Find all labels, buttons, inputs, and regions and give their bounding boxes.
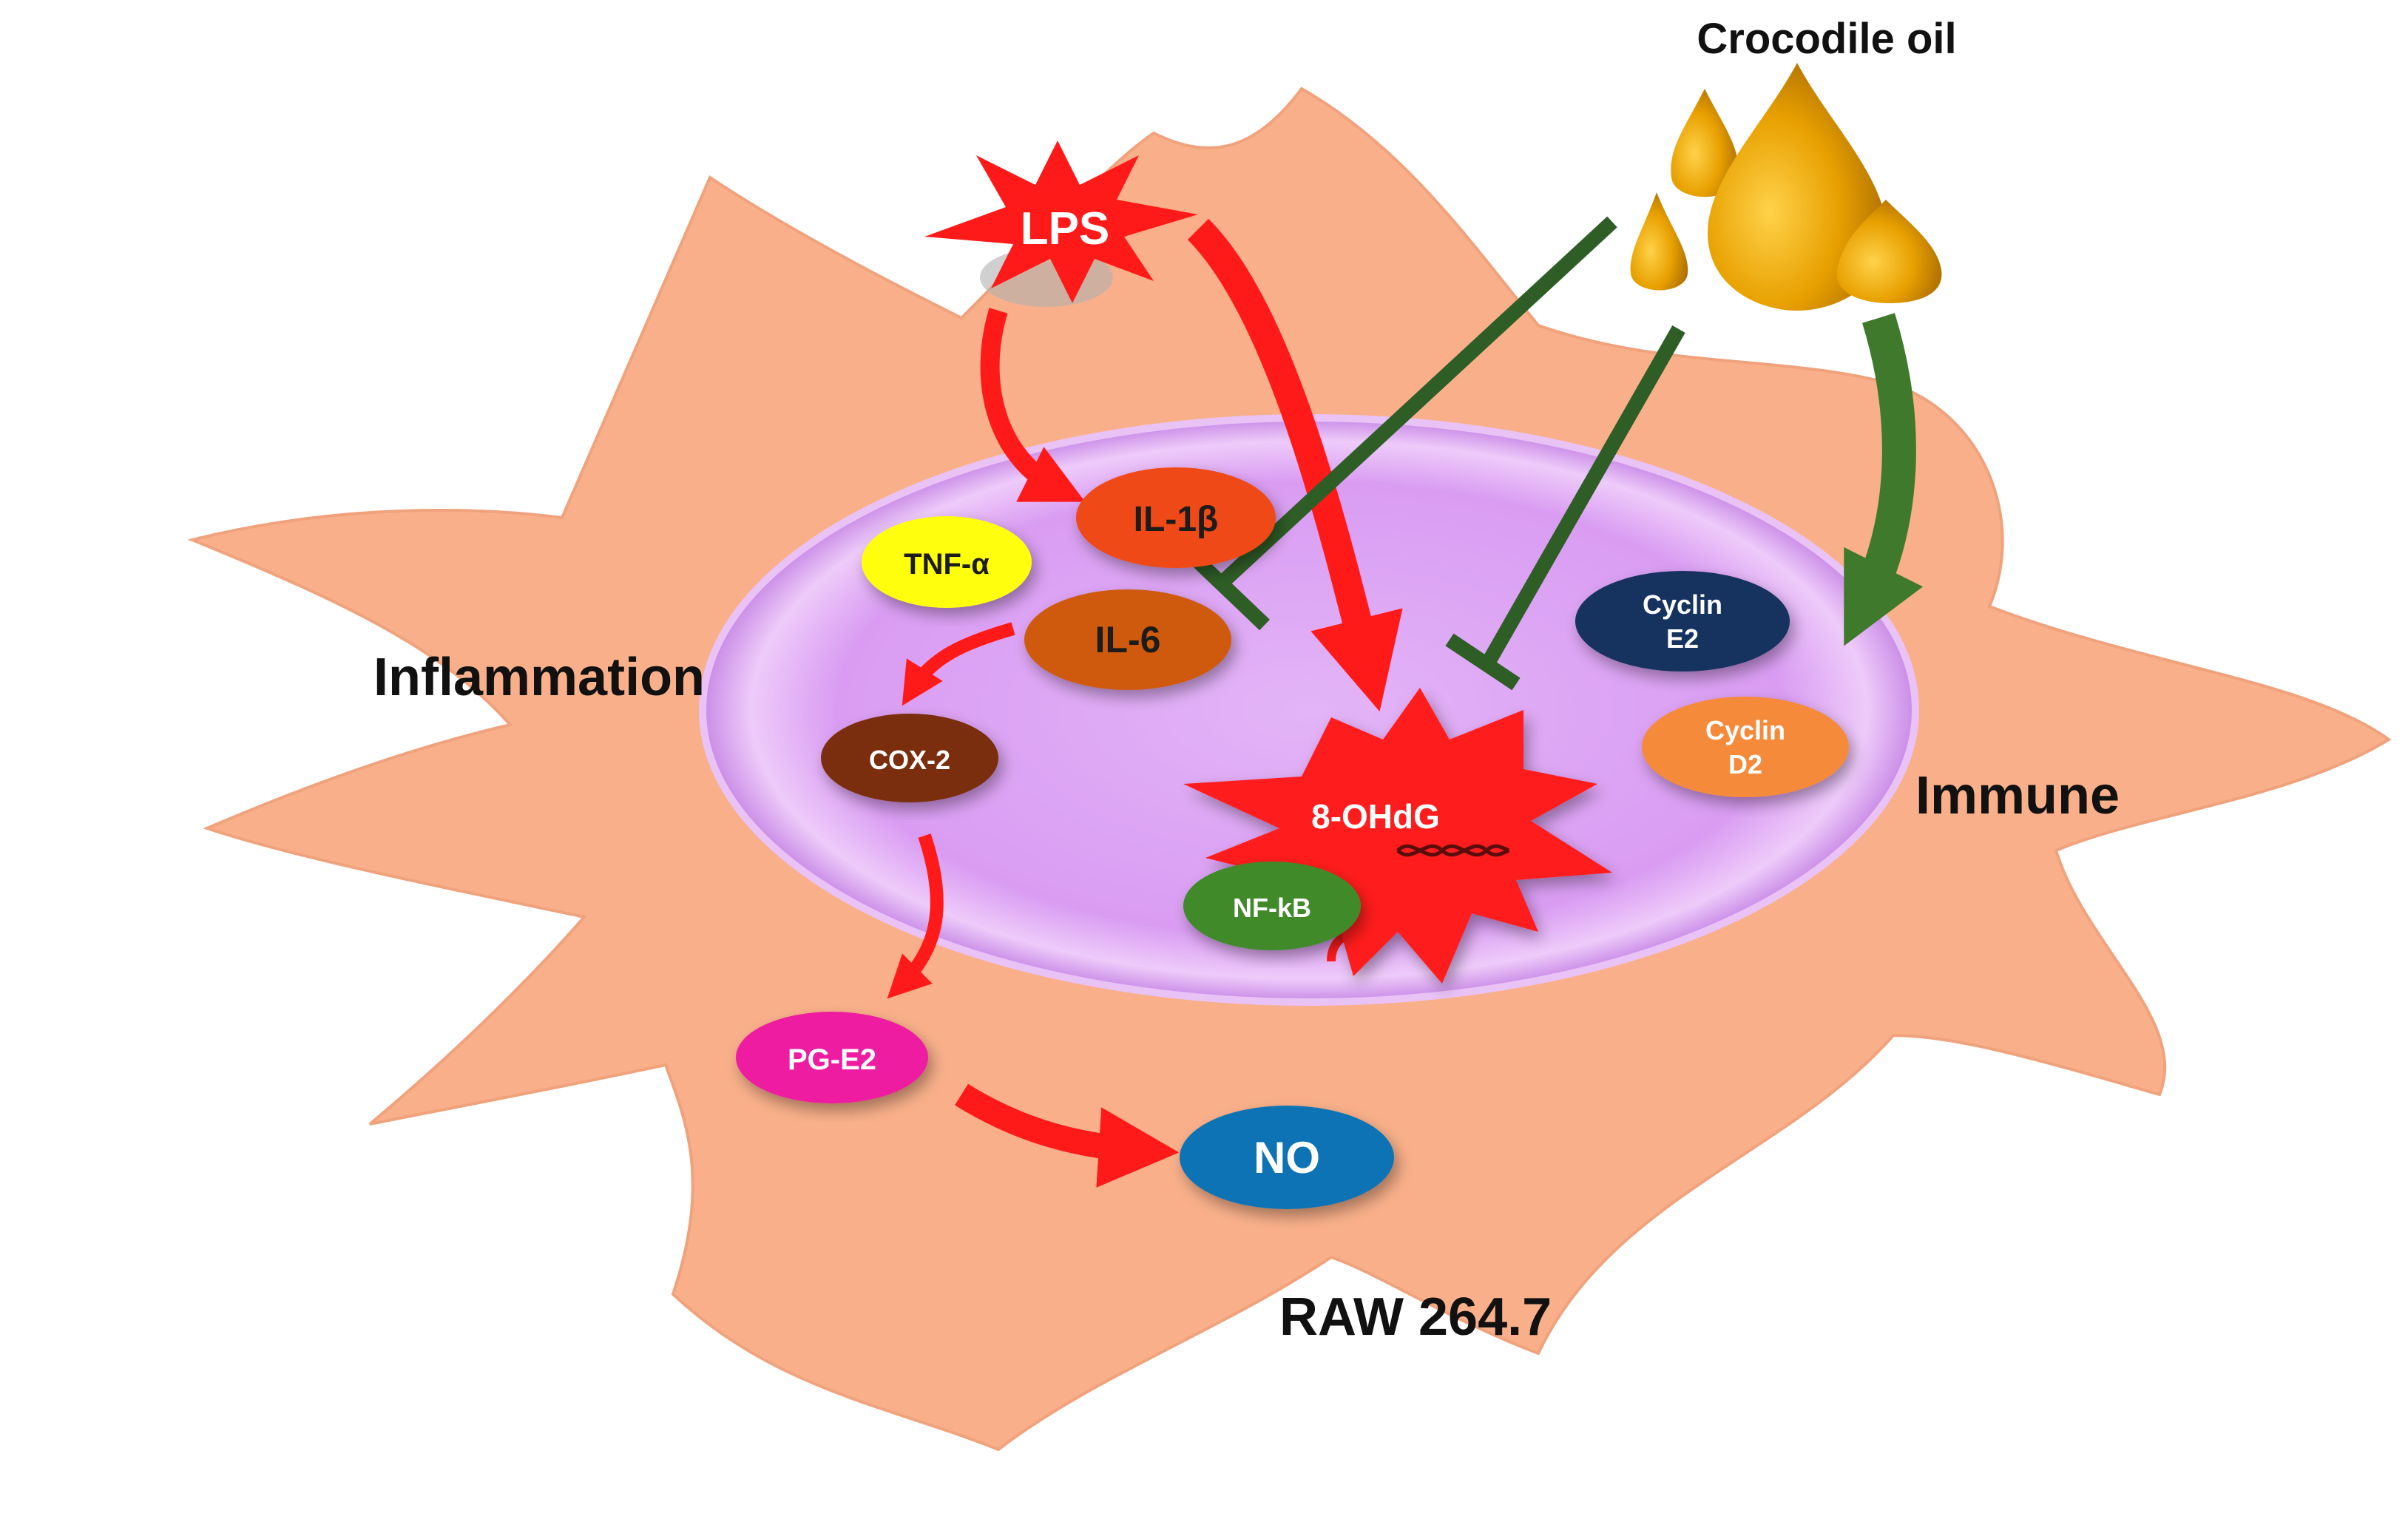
lps-label: LPS [1021,203,1110,254]
oil-drop-large [1708,63,1887,311]
no-label: NO [1254,1133,1320,1183]
arrow-pge2-to-no [954,1083,1180,1188]
oil-drop-right [1836,200,1942,303]
tnfa-node: TNF-α [862,516,1032,608]
oil-drop-small-mid [1630,192,1688,291]
arrow-lps-to-8ohdg [1187,218,1403,712]
oil-drop-small-left [1671,89,1739,197]
arrow-oil-to-cyclins [1844,313,1924,646]
cyclin-e2-label-line1: Cyclin [1643,589,1722,620]
pge2-label: PG-E2 [788,1043,876,1076]
crocodile-oil-droplets [1630,63,1942,311]
inhibit-oil-to-il1b [1215,216,1617,590]
inflammation-label: Inflammation [373,648,705,707]
lps-node: LPS [924,141,1198,307]
il6-node: IL-6 [1024,589,1231,690]
arrow-il6-to-cox2 [902,622,1015,706]
raw-264-7-label: RAW 264.7 [1279,1288,1552,1347]
nfkb-node: NF-kB [1183,862,1361,950]
cox2-node: COX-2 [821,714,998,802]
il1b-node: IL-1β [1076,467,1276,568]
cyclin-d2-label-line2: D2 [1728,749,1762,779]
cyclin-d2-label-line1: Cyclin [1705,715,1785,745]
tnfa-label: TNF-α [904,548,990,581]
crocodile-oil-label: Crocodile oil [1697,15,1956,63]
arrow-cox2-to-pge2 [887,833,944,999]
inhibit-oil-to-8ohdg [1480,325,1685,669]
cyclin-d2-node: Cyclin D2 [1642,697,1849,797]
cyclin-e2-label-line2: E2 [1666,623,1699,654]
no-node: NO [1180,1106,1394,1209]
arrow-lps-to-il1b [980,308,1086,502]
il1b-label: IL-1β [1134,500,1219,539]
cyclin-e2-node: Cyclin E2 [1575,571,1790,671]
pge2-node: PG-E2 [736,1012,928,1103]
8ohdg-label: 8-OHdG [1311,797,1440,836]
immune-label: Immune [1915,766,2120,825]
inhibit-bar-8ohdg [1445,633,1521,691]
cox2-label: COX-2 [869,745,950,775]
il6-label: IL-6 [1095,619,1161,660]
nfkb-label: NF-kB [1233,893,1311,923]
dna-icon [1396,844,1510,857]
